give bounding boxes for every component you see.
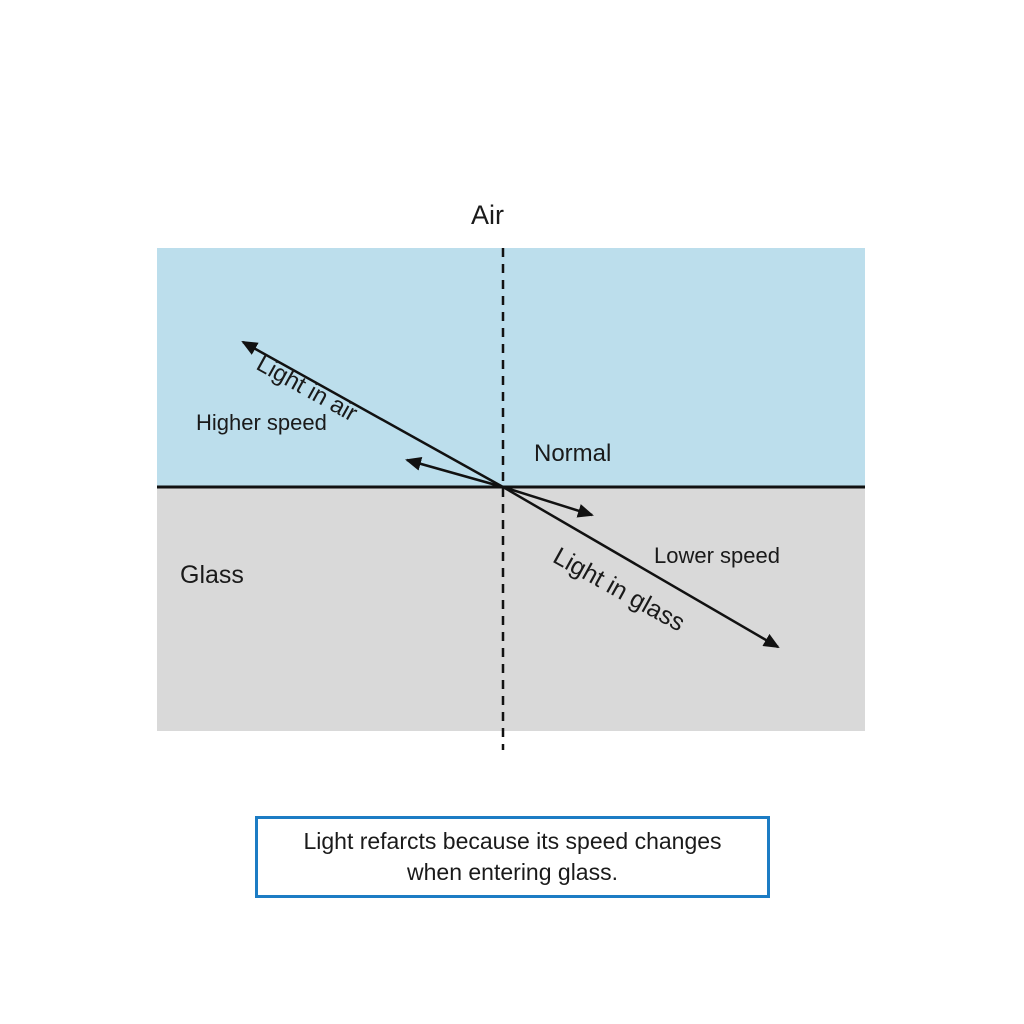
glass-region xyxy=(157,487,865,731)
normal-label: Normal xyxy=(534,440,612,467)
glass-label: Glass xyxy=(180,561,244,589)
higher-speed-label: Higher speed xyxy=(196,410,327,435)
glass-ray-arrow xyxy=(502,485,780,649)
caption-line-2: when entering glass. xyxy=(407,859,618,885)
air-label: Air xyxy=(471,200,504,230)
short-air-arrow xyxy=(405,457,504,489)
air-region xyxy=(157,248,865,487)
caption-box: Light refarcts because its speed changes… xyxy=(255,816,770,898)
lower-speed-label: Lower speed xyxy=(654,543,780,568)
air-ray-arrow xyxy=(241,340,504,489)
short-glass-arrow xyxy=(502,485,594,518)
caption-line-1: Light refarcts because its speed changes xyxy=(303,828,722,854)
